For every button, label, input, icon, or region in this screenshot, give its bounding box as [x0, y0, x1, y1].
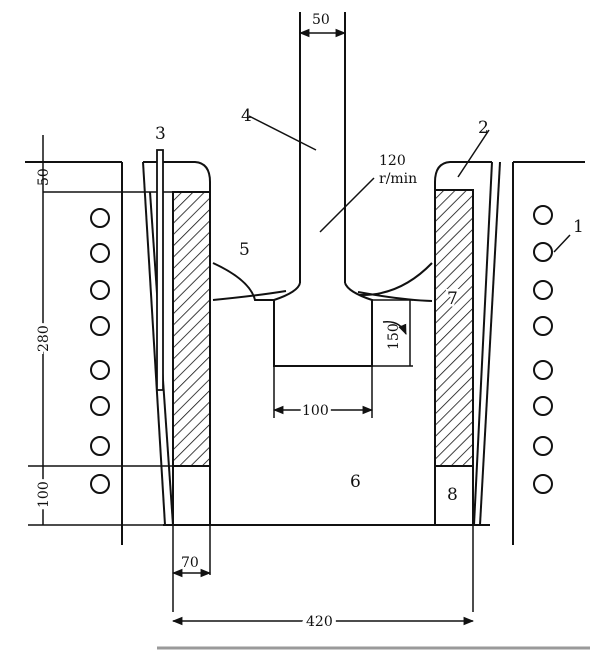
dim-crucible-width: 420 — [306, 614, 333, 630]
part-label-7: 7 — [447, 289, 458, 309]
furnace-outer-wall — [25, 161, 585, 545]
dim-top-rim: 50 — [36, 168, 52, 186]
part-label-8: 8 — [447, 485, 458, 505]
induction-coils-right — [533, 205, 553, 494]
part-label-1: 1 — [573, 217, 584, 237]
dim-lining-height: 280 — [36, 325, 52, 352]
bottom-block-right — [434, 465, 474, 526]
dim-shaft-width: 50 — [312, 12, 330, 28]
dimension-lines — [28, 28, 475, 626]
stirrer-shaft — [273, 12, 373, 367]
dim-speed-unit: r/min — [379, 171, 417, 187]
bottom-block-left — [172, 465, 211, 526]
leader-lines — [248, 115, 571, 335]
dim-impeller-width: 100 — [302, 403, 329, 419]
dim-impeller-depth: 150 — [386, 323, 402, 350]
dim-wall-thickness: 70 — [181, 555, 199, 571]
melt-surface — [212, 262, 433, 302]
part-label-2: 2 — [478, 118, 489, 138]
part-label-5: 5 — [239, 240, 250, 260]
lining-left-hatched — [172, 191, 211, 467]
thermocouple — [156, 149, 164, 391]
part-label-6: 6 — [350, 472, 361, 492]
crucible-wall-right — [434, 161, 501, 526]
part-label-4: 4 — [241, 106, 252, 126]
part-label-3: 3 — [155, 124, 166, 144]
dim-speed-value: 120 — [379, 153, 406, 169]
lining-right-hatched — [434, 189, 474, 467]
dim-bottom-height: 100 — [36, 481, 52, 508]
induction-coils-left — [90, 208, 110, 494]
